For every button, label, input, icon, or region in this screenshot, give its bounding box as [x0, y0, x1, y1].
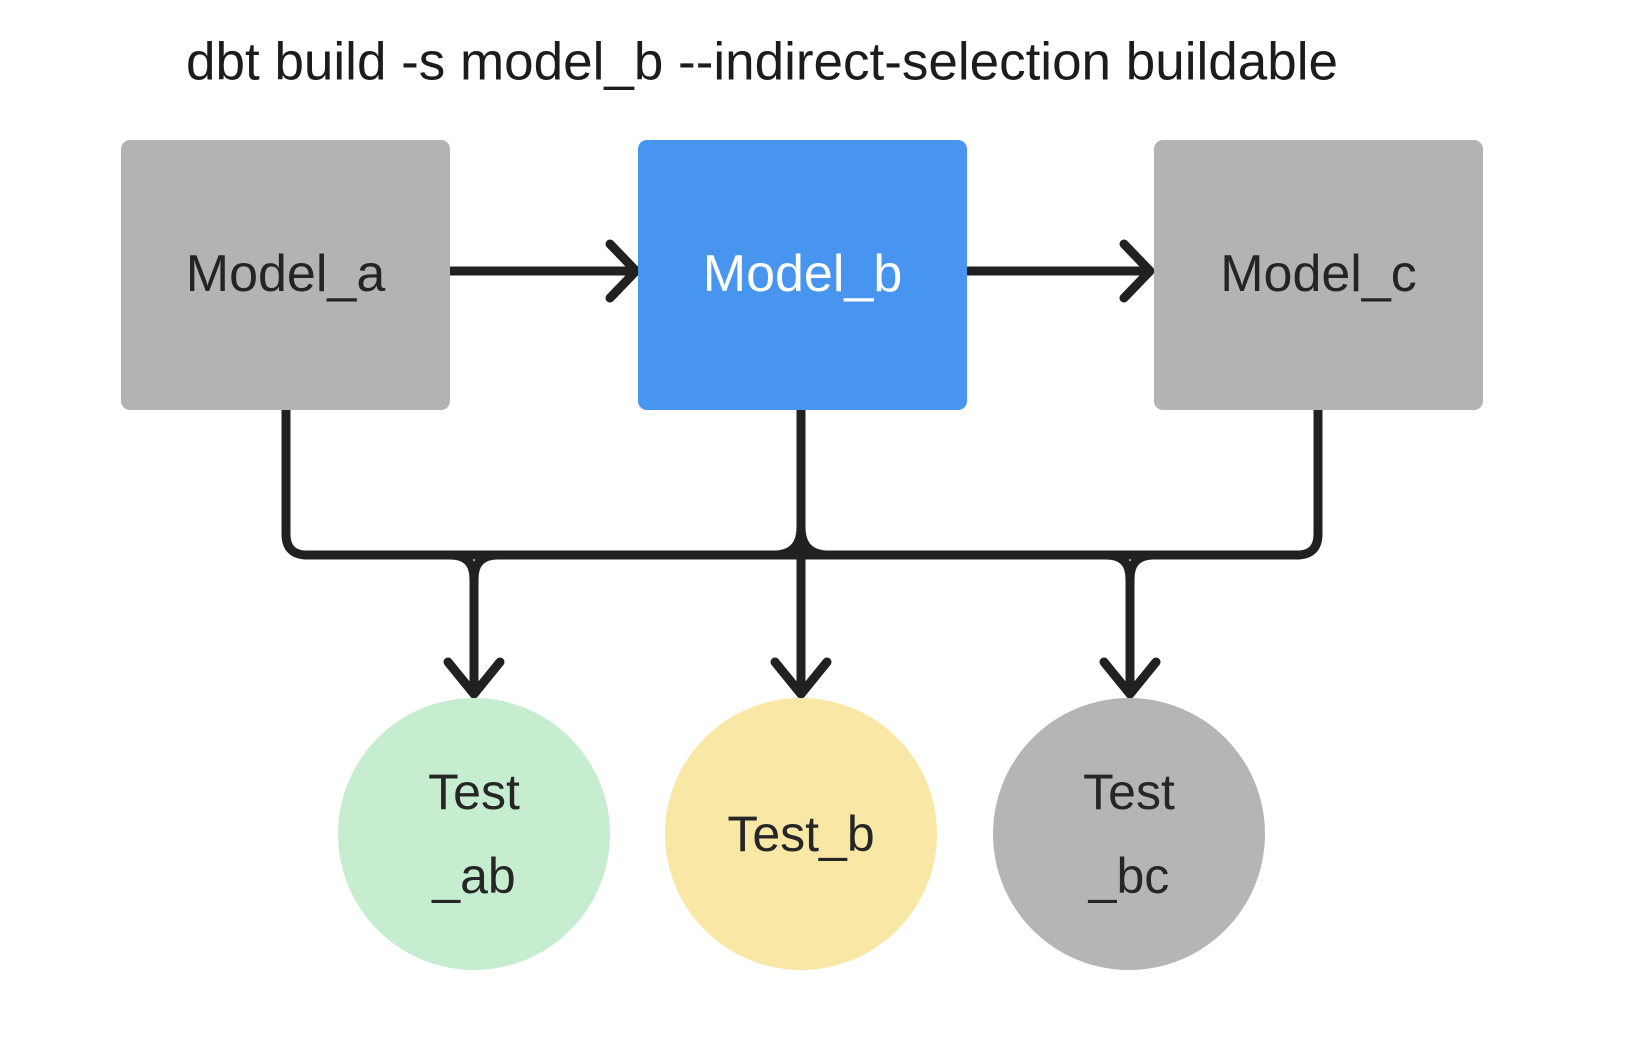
- test-ab-label-line1: Test: [428, 764, 520, 820]
- test-b-label-line1: Test_b: [727, 806, 875, 862]
- edge-merge-test-bc-right: [1125, 550, 1159, 584]
- test-ab-label-line2: _ab: [432, 848, 516, 904]
- arrowhead-test-b-icon: [770, 657, 832, 699]
- edge-merge-test-ab: [445, 550, 479, 697]
- edge-model-c-down: [1292, 405, 1323, 560]
- model-b-label: Model_b: [702, 245, 903, 304]
- edge-model-b-branch-right: [796, 522, 834, 560]
- test-b-label: Test_b: [727, 792, 874, 876]
- edge-merge-test-bc: [1101, 550, 1135, 697]
- edge-model-b-branch-left: [768, 522, 806, 560]
- diagram-title: dbt build -s model_b --indirect-selectio…: [186, 32, 1338, 92]
- test-bc-label-line1: Test: [1083, 764, 1175, 820]
- arrowhead-model-b-icon: [605, 239, 641, 303]
- test-node-bc: Test _bc: [993, 698, 1265, 970]
- model-node-c: Model_c: [1154, 140, 1483, 410]
- edge-model-a-down: [281, 405, 312, 560]
- model-node-a: Model_a: [121, 140, 450, 410]
- test-ab-label: Test _ab: [428, 750, 520, 918]
- test-bc-label-line2: _bc: [1088, 848, 1170, 904]
- test-bc-label: Test _bc: [1083, 750, 1175, 918]
- model-node-b-selected: Model_b: [638, 140, 967, 410]
- arrowhead-model-c-icon: [1119, 239, 1155, 303]
- arrowhead-test-ab-icon: [443, 657, 505, 699]
- edge-merge-test-ab-right: [469, 550, 503, 584]
- model-c-label: Model_c: [1220, 245, 1417, 304]
- test-node-b: Test_b: [665, 698, 937, 970]
- model-a-label: Model_a: [185, 245, 386, 304]
- arrowhead-test-bc-icon: [1099, 657, 1161, 699]
- test-node-ab: Test _ab: [338, 698, 610, 970]
